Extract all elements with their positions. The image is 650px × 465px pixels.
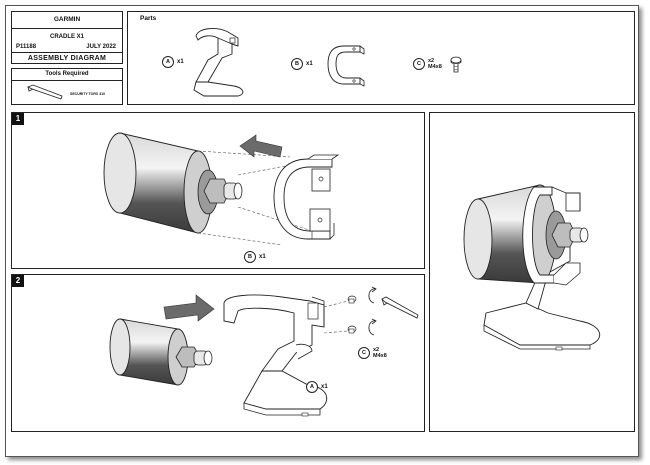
screw-icon (450, 56, 462, 73)
step-2-callout-a: A x1 (306, 381, 328, 393)
callout-letter: C (358, 347, 370, 359)
part-spec: M4x8 (428, 64, 442, 70)
part-qty: x2 (428, 58, 435, 64)
step-2-illustration (109, 286, 419, 417)
part-qty: x1 (177, 59, 184, 65)
part-letter: A (162, 56, 174, 68)
assembly-sheet: GARMIN CRADLE X1 P11188 JULY 2022 ASSEMB… (5, 5, 639, 457)
step-1-panel: 1 (11, 112, 425, 269)
part-b-callout: B x1 (291, 58, 313, 70)
parts-heading: Parts (140, 15, 157, 22)
cradle-base-icon (193, 28, 244, 97)
step-2-panel: 2 (11, 274, 425, 432)
callout-qty: x1 (321, 384, 328, 390)
parts-panel: Parts A x1 B x1 C x2 M4x8 (127, 11, 635, 105)
document-title: ASSEMBLY DIAGRAM (27, 55, 107, 62)
callout-letter: B (244, 251, 256, 263)
title-block: GARMIN CRADLE X1 P11188 JULY 2022 ASSEMB… (11, 11, 123, 64)
part-letter: C (413, 58, 425, 70)
screw-icon (347, 295, 357, 304)
product-name: CRADLE X1 (49, 34, 84, 40)
part-number: P11188 (16, 44, 37, 50)
step-number: 1 (12, 113, 24, 125)
tools-panel: Tools Required SECURITY TORX 310 (11, 68, 123, 105)
final-assembly-panel (429, 112, 635, 432)
callout-letter: A (306, 381, 318, 393)
part-qty: x1 (306, 61, 313, 67)
screw-icon (347, 325, 357, 334)
tool-label: SECURITY TORX 310 (70, 92, 106, 96)
callout-qty: x2 (373, 347, 380, 353)
revision-date: JULY 2022 (86, 44, 116, 50)
clamp-bracket-icon (327, 45, 365, 87)
step-1-callout-b: B x1 (244, 251, 266, 263)
part-letter: B (291, 58, 303, 70)
divider (12, 52, 122, 53)
step-1-illustration (103, 132, 340, 246)
step-number: 2 (12, 275, 24, 287)
brand-name: GARMIN (12, 12, 122, 29)
callout-spec: M4x8 (373, 353, 387, 359)
assembled-cradle-illustration (463, 184, 601, 351)
tools-heading: Tools Required (12, 69, 122, 81)
part-c-callout: C x2 M4x8 (413, 58, 442, 70)
torx-key-icon (27, 84, 63, 100)
callout-qty: x1 (259, 254, 266, 260)
part-a-callout: A x1 (162, 56, 184, 68)
step-2-callout-c: C x2 M4x8 (358, 347, 387, 359)
